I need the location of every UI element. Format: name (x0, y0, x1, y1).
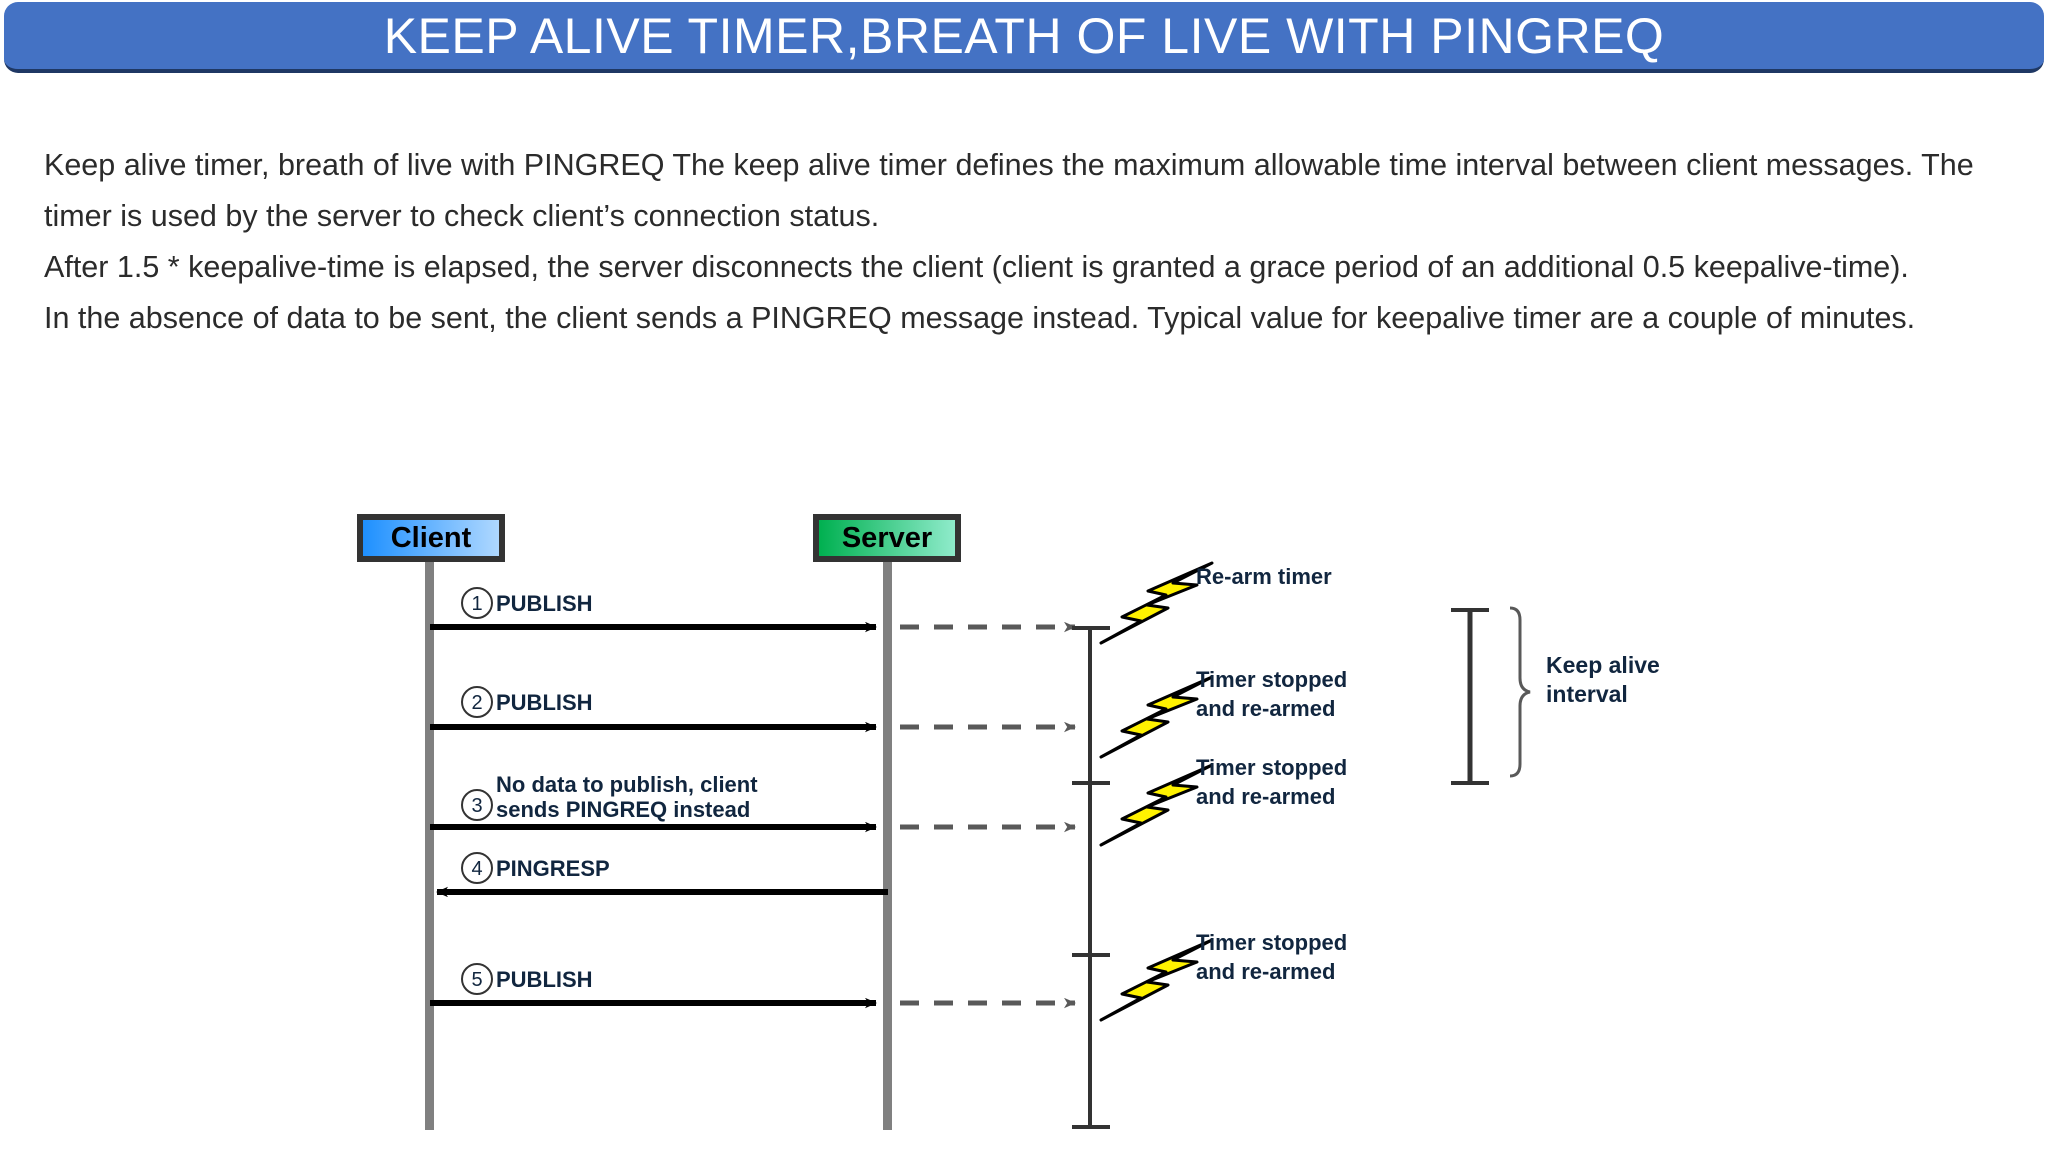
interval-brace (1509, 606, 1531, 778)
timer-event-2-label-line1: Timer stopped (1196, 667, 1347, 692)
message-2-number-badge (461, 686, 493, 718)
body-paragraph-3: In the absence of data to be sent, the c… (44, 301, 1916, 335)
message-3-label-line2: sends PINGREQ instead (496, 797, 750, 822)
slide-body-text: Keep alive timer, breath of live with PI… (44, 140, 2004, 344)
timer-event-4-label-line2: and re-armed (1196, 959, 1335, 984)
timer-event-2: Timer stopped and re-armed (1099, 667, 1347, 759)
timer-event-3: Timer stopped and re-armed (1099, 755, 1347, 847)
message-4-label: PINGRESP (496, 856, 610, 881)
timer-event-1: Re-arm timer (1099, 561, 1332, 645)
message-5-number: 5 (471, 969, 482, 991)
timer-timeline (1072, 626, 1110, 1129)
timer-event-4: Timer stopped and re-armed (1099, 930, 1347, 1022)
body-paragraph-1: Keep alive timer, breath of live with PI… (44, 148, 1974, 233)
client-lifeline (425, 550, 434, 1130)
body-paragraph-2: After 1.5 * keepalive-time is elapsed, t… (44, 250, 1909, 284)
participant-client-label: Client (391, 522, 472, 554)
message-2: 2 PUBLISH (430, 686, 1076, 733)
message-1-number: 1 (471, 593, 482, 615)
lightning-bolt-icon (1099, 938, 1214, 1022)
interval-label-line2: interval (1546, 681, 1628, 707)
timer-event-4-label-line1: Timer stopped (1196, 930, 1347, 955)
message-4-number: 4 (471, 858, 482, 880)
participant-server-label: Server (842, 522, 932, 554)
timer-event-2-label-line2: and re-armed (1196, 696, 1335, 721)
slide-title-banner: KEEP ALIVE TIMER,BREATH OF LIVE WITH PIN… (4, 2, 2044, 73)
lightning-bolt-icon (1099, 763, 1214, 847)
message-3: 3 No data to publish, client sends PINGR… (430, 772, 1076, 833)
timer-event-3-label-line2: and re-armed (1196, 784, 1335, 809)
message-3-number: 3 (471, 795, 482, 817)
participant-client: Client (357, 514, 505, 562)
message-2-number: 2 (471, 692, 482, 714)
server-lifeline (883, 550, 892, 1130)
message-1-label: PUBLISH (496, 591, 593, 616)
message-4: 4 PINGRESP (436, 852, 888, 898)
message-1-number-badge (461, 587, 493, 619)
keepalive-sequence-diagram: Client Server 1 PUBLISH 2 PUBLISH 3 No d… (0, 495, 2048, 1152)
message-3-number-badge (461, 789, 493, 821)
timer-event-1-label-line1: Re-arm timer (1196, 564, 1332, 589)
message-5-label: PUBLISH (496, 967, 593, 992)
message-1: 1 PUBLISH (430, 587, 1076, 633)
message-3-label-line1: No data to publish, client (496, 772, 758, 797)
participant-server: Server (813, 514, 961, 562)
message-5: 5 PUBLISH (430, 963, 1076, 1009)
page-title: KEEP ALIVE TIMER,BREATH OF LIVE WITH PIN… (383, 7, 1665, 64)
interval-label-line1: Keep alive (1546, 652, 1660, 678)
message-2-label: PUBLISH (496, 690, 593, 715)
lightning-bolt-icon (1099, 675, 1214, 759)
message-5-number-badge (461, 963, 493, 995)
keep-alive-interval-annotation: Keep alive interval (1451, 606, 1660, 785)
timer-event-3-label-line1: Timer stopped (1196, 755, 1347, 780)
lightning-bolt-icon (1099, 561, 1214, 645)
message-4-number-badge (461, 852, 493, 884)
